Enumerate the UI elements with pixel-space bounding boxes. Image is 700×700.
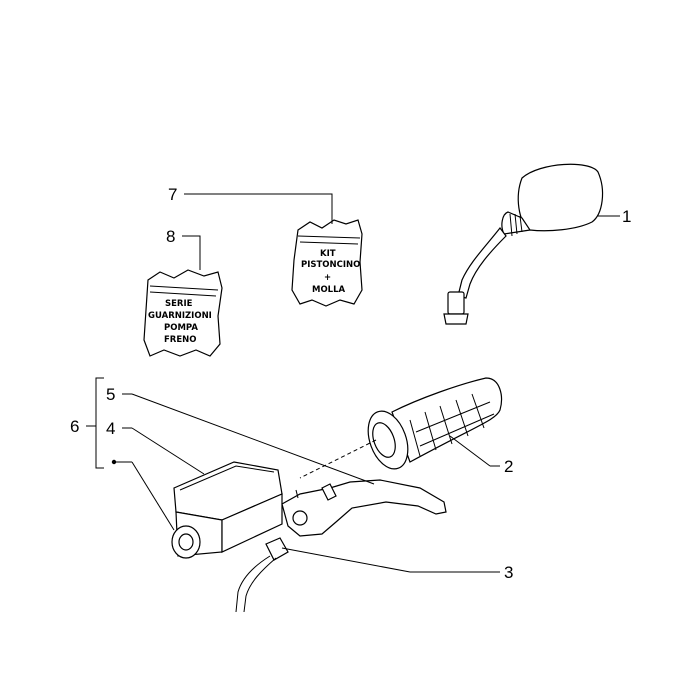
mirror-part (443, 163, 620, 325)
callout-3: 3 (504, 563, 513, 582)
callout-4: 4 (106, 419, 115, 438)
kit-label-line1: KIT (320, 249, 336, 259)
gasket-label-line4: FRENO (164, 335, 197, 345)
kit-label-line2: PISTONCINO (301, 260, 360, 270)
gasket-label-line2: GUARNIZIONI (148, 311, 212, 321)
bracket-dot (111, 459, 117, 465)
gasket-label-line1: SERIE (165, 299, 193, 309)
kit-label-line3: + (324, 273, 331, 283)
callout-6: 6 (70, 417, 79, 436)
callout-8: 8 (166, 227, 175, 246)
leader-lines (86, 193, 500, 573)
callout-1: 1 (622, 207, 631, 226)
brake-switch-part (235, 537, 289, 613)
brake-lever-part (281, 479, 447, 537)
grip-part (299, 377, 503, 479)
callout-7: 7 (168, 185, 177, 204)
gasket-package: SERIE GUARNIZIONI POMPA FRENO (143, 269, 223, 357)
callout-2: 2 (504, 457, 513, 476)
kit-package: KIT PISTONCINO + MOLLA (291, 219, 363, 307)
kit-label-line4: MOLLA (312, 285, 346, 295)
master-cylinder-part (171, 461, 283, 559)
callout-5: 5 (106, 385, 115, 404)
gasket-label-line3: POMPA (164, 323, 198, 333)
